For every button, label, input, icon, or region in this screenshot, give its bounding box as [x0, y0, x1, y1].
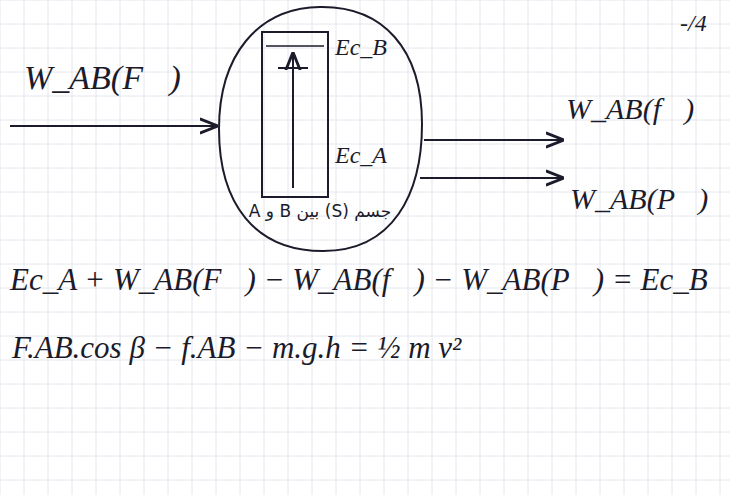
grid-line: [504, 0, 505, 495]
work-label: W_AB(F⃗): [24, 58, 181, 97]
system-outline: Ec_B Ec_A جسم (S) بين B و A: [215, 4, 425, 254]
grid-line: [0, 0, 730, 1]
grid-line: [576, 0, 577, 495]
energy-label: Ec_A: [335, 142, 387, 170]
grid-line: [528, 0, 529, 495]
grid-line: [0, 240, 730, 241]
work-label: W_AB(f⃗): [566, 92, 694, 127]
grid-line: [456, 0, 457, 495]
grid-line: [0, 408, 730, 409]
energy-label: Ec_B: [335, 34, 387, 62]
grid-line: [432, 0, 433, 495]
grid-line: [0, 0, 1, 495]
grid-line: [672, 0, 673, 495]
grid-line: [0, 432, 730, 433]
grid-line: [0, 456, 730, 457]
output-arrow: [424, 139, 562, 141]
output-arrow: [420, 177, 562, 179]
grid-line: [216, 0, 217, 495]
tube-top-line: [266, 45, 324, 47]
grade-mark: -/4: [680, 10, 707, 38]
work-label: W_AB(P⃗): [570, 182, 708, 217]
grid-line: [0, 384, 730, 385]
grid-line: [600, 0, 601, 495]
grid-line: [408, 0, 409, 495]
energy-equation: Ec_A + W_AB(F⃗) − W_AB(f⃗) − W_AB(P⃗) = …: [10, 262, 708, 298]
grid-line: [696, 0, 697, 495]
input-arrow: [10, 125, 216, 127]
grid-line: [0, 312, 730, 313]
grid-line: [552, 0, 553, 495]
grid-line: [0, 24, 730, 25]
system-label: جسم (S) بين B و A: [240, 202, 400, 222]
grid-line: [360, 0, 361, 495]
blob-outline: [219, 7, 422, 251]
grid-line: [264, 0, 265, 495]
grid-line: [192, 0, 193, 495]
grid-line: [648, 0, 649, 495]
grid-line: [384, 0, 385, 495]
grid-line: [624, 0, 625, 495]
grid-line: [288, 0, 289, 495]
grid-line: [720, 0, 721, 495]
motion-arrow: [292, 54, 294, 188]
grid-line: [0, 480, 730, 481]
tube-rectangle: [262, 32, 328, 197]
grid-line: [480, 0, 481, 495]
grid-line: [312, 0, 313, 495]
grid-line: [336, 0, 337, 495]
energy-equation: F.AB.cos β − f.AB − m.g.h = ½ m v²: [12, 330, 461, 366]
grid-line: [240, 0, 241, 495]
